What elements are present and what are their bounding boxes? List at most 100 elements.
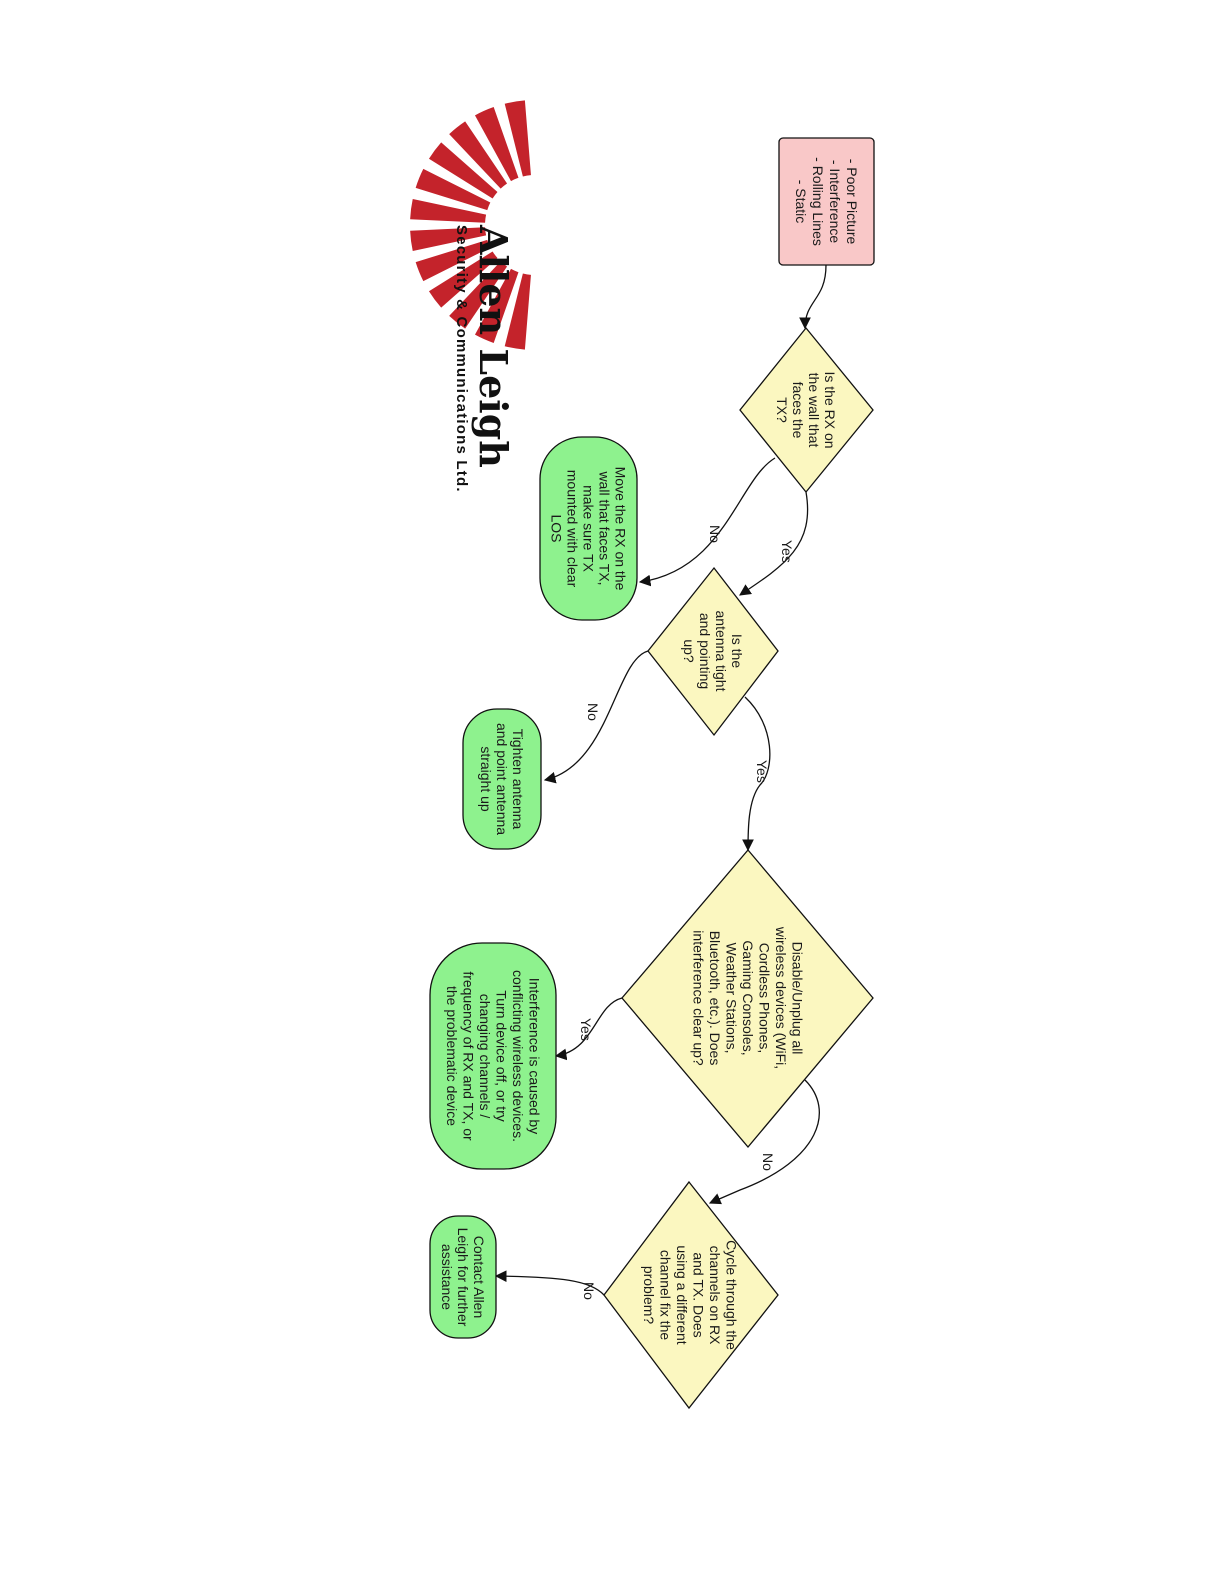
node-text-line: wireless devices (WiFi, — [773, 926, 789, 1069]
logo-ray — [428, 251, 498, 308]
node-text-line: Weather Stations, — [724, 942, 740, 1053]
logo-ray — [410, 198, 487, 223]
node-text-line: TX? — [774, 397, 790, 423]
terminal-interference-shape — [429, 942, 557, 1170]
node-text-line: Disable/Unplug all — [790, 942, 806, 1055]
logo-ray — [428, 142, 498, 199]
decision-rx-wall-text: Is the RX onthe wall thatfaces theTX? — [774, 371, 838, 448]
decision-cycle-channels-shape — [603, 1180, 779, 1410]
terminal-move-rx-text: Move the RX on thewall that faces TX,mak… — [549, 467, 629, 591]
logo-tagline: Security & Communications Ltd. — [453, 225, 470, 493]
node-text-line: - Rolling Lines — [810, 157, 826, 246]
node-text-line: wall that faces TX, — [597, 470, 613, 585]
decision-disable-devices-text: Disable/Unplug allwireless devices (WiFi… — [691, 926, 806, 1069]
edge-q4-no — [494, 1270, 605, 1296]
node-text-line: - Poor Picture — [844, 159, 860, 245]
node-text-line: straight up — [478, 746, 494, 812]
logo-ray — [474, 268, 519, 343]
logo-ray — [504, 100, 531, 177]
decision-rx-wall: Is the RX onthe wall thatfaces theTX? — [739, 326, 874, 494]
edge-q2-yes — [742, 696, 771, 852]
node-text-line: Leigh for further — [455, 1228, 471, 1327]
logo-ray — [410, 227, 487, 252]
edge-label-q4-no: No — [581, 1282, 597, 1300]
decision-disable-devices-shape — [621, 848, 874, 1149]
node-text-line: using a different — [674, 1245, 690, 1344]
decision-cycle-channels-text: Cycle through thechannels on RXand TX. D… — [641, 1240, 740, 1350]
edge-label-q1-yes: Yes — [779, 540, 795, 563]
terminal-contact-text: Contact AllenLeigh for furtherassistance — [439, 1228, 487, 1327]
logo-ray — [504, 273, 531, 350]
terminal-contact-shape — [429, 1215, 497, 1339]
node-text-line: Tighten antenna — [510, 729, 526, 830]
node-text-line: assistance — [439, 1244, 455, 1310]
node-text-line: the problematic device — [444, 986, 460, 1126]
node-text-line: Move the RX on the — [613, 467, 629, 591]
edge-label-q1-no: No — [707, 525, 723, 543]
node-text-line: conflicting wireless devices. — [510, 970, 526, 1142]
node-text-line: frequency of RX and TX, or — [460, 971, 476, 1141]
node-text-line: Gaming Consoles, — [740, 940, 756, 1055]
terminal-interference-text: Interference is caused byconflicting wir… — [444, 970, 543, 1142]
decision-antenna-shape — [647, 566, 779, 737]
decision-antenna-text: Is theantenna tightand pointingup? — [681, 611, 745, 692]
edge-label-q2-no: No — [585, 703, 601, 721]
node-text-line: make sure TX — [581, 485, 597, 573]
node-text-line: problem? — [641, 1266, 657, 1325]
node-text-line: Turn device off, or try — [493, 990, 509, 1122]
node-text-line: interference clear up? — [691, 930, 707, 1066]
edge-labels: No Yes No Yes Yes No No — [578, 525, 795, 1300]
logo-ray — [449, 121, 508, 189]
decision-antenna: Is theantenna tightand pointingup? — [647, 566, 779, 737]
node-text-line: Cycle through the — [723, 1240, 739, 1350]
terminal-contact: Contact AllenLeigh for furtherassistance — [429, 1215, 497, 1339]
decision-cycle-channels: Cycle through thechannels on RXand TX. D… — [603, 1180, 779, 1410]
node-text-line: and pointing — [697, 613, 713, 689]
logo-name: Allen Leigh — [471, 224, 516, 468]
decision-rx-wall-shape — [739, 326, 874, 494]
edge-symptoms-to-q1 — [799, 264, 827, 330]
node-text-line: Interference is caused by — [526, 978, 542, 1134]
logo-ray — [415, 239, 491, 282]
node-text-line: Is the — [729, 634, 745, 668]
logo-sunburst-icon — [410, 100, 531, 350]
logo-ray — [449, 261, 508, 329]
logo-ray — [415, 168, 491, 211]
node-text-line: mounted with clear — [565, 470, 581, 588]
edge-q1-yes — [739, 491, 809, 596]
node-text-line: Is the RX on — [822, 371, 838, 448]
node-text-line: LOS — [549, 514, 565, 542]
start-symptoms-shape — [778, 137, 875, 266]
node-text-line: - Static — [793, 180, 809, 224]
start-symptoms-box: - Poor Picture- Interference- Rolling Li… — [778, 137, 875, 266]
decision-disable-devices: Disable/Unplug allwireless devices (WiFi… — [621, 848, 874, 1149]
node-text-line: faces the — [790, 382, 806, 439]
node-text-line: Contact Allen — [471, 1236, 487, 1319]
terminal-interference: Interference is caused byconflicting wir… — [429, 942, 557, 1170]
node-text-line: - Interference — [827, 160, 843, 243]
node-text-line: channels on RX — [707, 1246, 723, 1346]
terminal-move-rx-shape — [539, 436, 638, 621]
node-text-line: changing channels / — [477, 994, 493, 1119]
terminal-tighten-antenna: Tighten antennaand point antennastraight… — [462, 708, 542, 850]
terminal-move-rx: Move the RX on thewall that faces TX,mak… — [539, 436, 638, 621]
edge-q2-no — [543, 650, 649, 784]
flow-connectors — [494, 264, 827, 1296]
edge-q1-no — [638, 457, 776, 587]
edge-q3-no — [708, 1079, 820, 1205]
node-text-line: up? — [681, 639, 697, 663]
terminal-tighten-antenna-text: Tighten antennaand point antennastraight… — [478, 723, 526, 835]
node-text-line: and TX. Does — [690, 1252, 706, 1337]
edge-q3-yes — [554, 997, 623, 1061]
node-text-line: and point antenna — [494, 723, 510, 835]
node-text-line: the wall that — [806, 373, 822, 448]
edge-label-q3-yes: Yes — [578, 1018, 594, 1041]
terminal-tighten-antenna-shape — [462, 708, 542, 850]
node-text-line: antenna tight — [713, 611, 729, 692]
node-text-line: Bluetooth, etc.). Does — [707, 931, 723, 1066]
edge-label-q2-yes: Yes — [754, 760, 770, 783]
node-text-line: Cordless Phones, — [757, 943, 773, 1054]
node-text-line: channel fix the — [657, 1250, 673, 1340]
edge-label-q3-no: No — [760, 1153, 776, 1171]
